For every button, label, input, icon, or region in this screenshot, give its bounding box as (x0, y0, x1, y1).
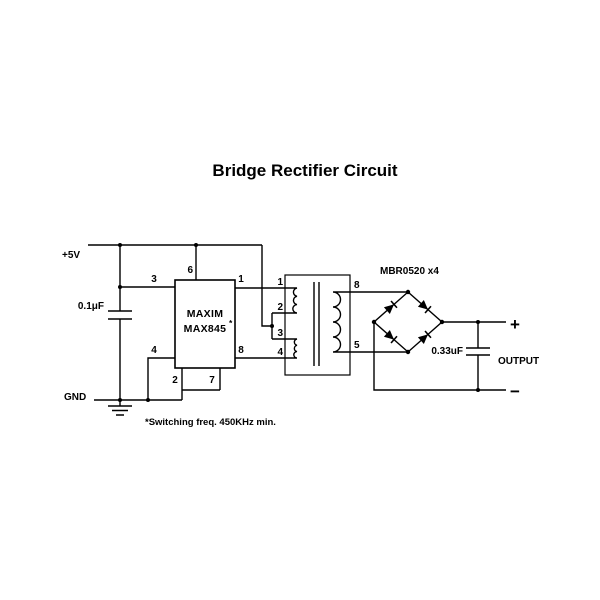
input-capacitor-value: 0.1μF (78, 301, 104, 312)
input-capacitor-symbol (108, 310, 132, 320)
wire-minus-rail (373, 322, 506, 391)
secondary-winding (332, 291, 350, 353)
output-terminals: + − OUTPUT (498, 315, 539, 401)
switching-freq-note: *Switching freq. 450KHz min. (145, 417, 276, 428)
transformer-outline (284, 274, 351, 376)
diode-lower-right (417, 330, 432, 345)
bridge-diamond (372, 291, 444, 353)
junction-dot (371, 319, 377, 325)
ic-pin-4-label: 4 (151, 345, 157, 356)
diode-icon (417, 334, 429, 345)
junction-dot (146, 398, 150, 402)
diode-upper-right (417, 299, 432, 314)
diode-icon (417, 299, 429, 310)
ground-symbol (108, 400, 132, 416)
junction-dot (476, 388, 480, 392)
output-capacitor-value: 0.33uF (431, 346, 463, 357)
ic-footnote-marker: * (229, 318, 233, 328)
ic-pin-1-label: 1 (238, 274, 244, 285)
junction-dot (118, 285, 122, 289)
junction-dot (405, 349, 411, 355)
ic-body (174, 279, 236, 369)
ic-part-number: MAX845 (184, 323, 227, 335)
wire-ic-pins-2-7 (181, 368, 221, 400)
transformer-pin-2-label: 2 (277, 302, 283, 313)
junction-dot (439, 319, 445, 325)
wire-secondary-to-bridge (350, 291, 408, 353)
output-label: OUTPUT (498, 356, 539, 367)
junction-dot (476, 320, 480, 324)
wire-ic-pin4 (147, 357, 175, 400)
junction-dot (405, 289, 411, 295)
primary-windings (285, 287, 298, 359)
ic-brand: MAXIM (187, 308, 224, 320)
junction-dot (270, 324, 274, 328)
transformer-pin-1-label: 1 (277, 277, 283, 288)
transformer-pin-5-label: 5 (354, 340, 360, 351)
diode-cathode-bar (424, 330, 432, 339)
diode-cathode-bar (424, 305, 432, 314)
transformer-pin-8-label: 8 (354, 280, 360, 291)
diode-cathode-bar (390, 335, 398, 344)
vcc-label: +5V (62, 250, 80, 261)
junction-dot (194, 243, 198, 247)
junction-dot (118, 398, 122, 402)
junction-dot (118, 243, 122, 247)
diode-upper-left (383, 300, 398, 315)
transformer-pin-3-label: 3 (277, 328, 283, 339)
ic-pin-2-label: 2 (172, 375, 178, 386)
ic-pin-3-label: 3 (151, 274, 157, 285)
diode-lower-left (383, 329, 398, 344)
output-minus-terminal: − (510, 382, 520, 401)
ic-pin-labels: 6 3 1 4 8 2 7 (151, 265, 244, 386)
gnd-label: GND (64, 392, 86, 403)
ic-pin-8-label: 8 (238, 345, 244, 356)
bridge-rectifier: MBR0520 x4 (372, 266, 444, 353)
transformer-core (313, 282, 320, 366)
ic-pin-6-label: 6 (187, 265, 193, 276)
output-plus-terminal: + (510, 315, 520, 334)
wires (88, 244, 506, 416)
diode-icon (383, 329, 395, 340)
transformer-pin-4-label: 4 (277, 347, 283, 358)
ic-pin-7-label: 7 (209, 375, 215, 386)
page-title: Bridge Rectifier Circuit (212, 161, 397, 180)
diode-cathode-bar (390, 300, 398, 309)
bridge-part-label: MBR0520 x4 (380, 266, 439, 277)
junction-dots (118, 243, 480, 402)
diode-icon (383, 304, 395, 315)
output-capacitor-symbol (466, 347, 490, 356)
transformer: 1 2 3 4 8 5 (277, 274, 360, 376)
